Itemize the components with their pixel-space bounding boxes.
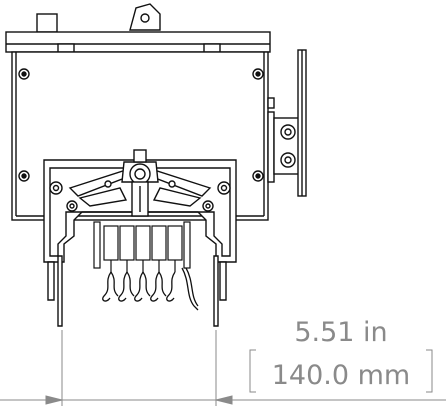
top-rail-left xyxy=(36,13,58,33)
arrow-right xyxy=(215,395,233,405)
dimension-metric: 140.0 mm xyxy=(272,360,410,391)
mounting-bracket-icon xyxy=(267,49,307,197)
screw-head-icon xyxy=(18,68,264,182)
lifting-tab-hole xyxy=(140,13,150,23)
hinge-latch-icon xyxy=(43,149,237,327)
lifting-tab xyxy=(129,3,161,31)
dimension-imperial: 5.51 in xyxy=(294,317,387,348)
dimension-lines xyxy=(0,330,446,406)
connector-terminal-icon xyxy=(93,221,191,272)
wire-harness-icon xyxy=(102,267,199,311)
arrow-left xyxy=(45,395,63,405)
bracket-right xyxy=(426,349,433,393)
top-lid xyxy=(5,31,271,53)
bracket-left xyxy=(249,349,256,393)
lid-clip-left xyxy=(57,43,75,53)
lid-clip-right xyxy=(203,43,221,53)
